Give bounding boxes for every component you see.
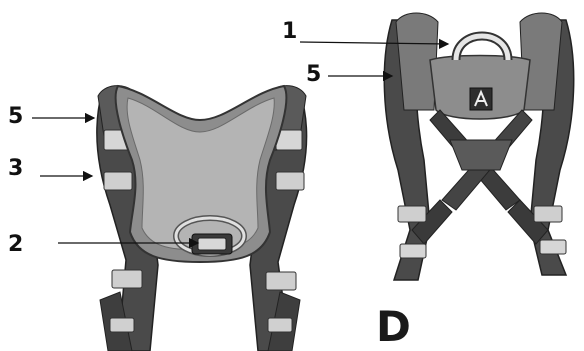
left-harness [97, 86, 307, 351]
right-leg-buckle [266, 272, 296, 290]
left-leg-buckle [112, 270, 142, 288]
right-chest-adjuster [276, 172, 304, 190]
left-chest-adjuster [104, 172, 132, 190]
rear-left-buckle [398, 206, 426, 222]
rear-center-plate [450, 140, 512, 170]
callout-number-3: 3 [8, 158, 23, 180]
callout-number-5-right: 5 [306, 64, 321, 86]
right-harness [384, 13, 573, 280]
callout-number-2: 2 [8, 234, 23, 256]
rear-right-buckle [534, 206, 562, 222]
figure-letter: D [376, 306, 411, 348]
callout-number-5-left: 5 [8, 106, 23, 128]
callout-number-1: 1 [282, 21, 297, 43]
